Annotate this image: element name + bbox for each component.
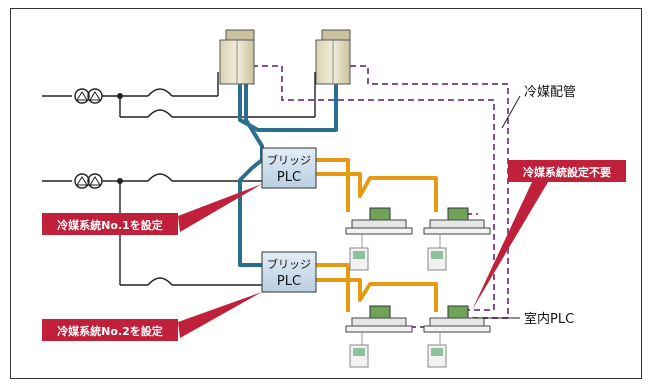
callout-system1: 冷媒系統No.1を設定 [42,184,262,235]
junction-dot [117,178,123,184]
indoor-unit-2 [423,207,491,235]
callout-system2: 冷媒系統No.2を設定 [42,292,262,341]
indoor-unit-4 [423,305,491,333]
leader-refrigerant-piping [501,95,521,129]
junction-dot [117,93,123,99]
bridge-plc-1-line1: ブリッジ [267,153,311,167]
bridge-plc-2: ブリッジ PLC [261,251,317,293]
bridge-plc-2-line1: ブリッジ [267,257,311,271]
remote-controller-3 [349,332,369,368]
callout-no-setting-text: 冷媒系統設定不要 [523,165,611,179]
bridge-plc-1: ブリッジ PLC [261,147,317,189]
transformer-icon [76,176,101,186]
remote-controller-4 [427,332,447,368]
callout-system2-text: 冷媒系統No.2を設定 [57,324,163,338]
callout-no-setting: 冷媒系統設定不要 [472,160,626,310]
remote-controller-1 [349,234,369,271]
transformer-icon [76,91,101,101]
indoor-unit-3 [345,305,413,333]
bridge-plc-1-line2: PLC [277,170,301,185]
indoor-plc-label: 室内PLC [524,311,574,327]
outdoor-unit-1 [219,29,255,85]
refrigerant-piping-label: 冷媒配管 [524,85,576,100]
remote-controller-2 [427,234,447,271]
callout-system1-text: 冷媒系統No.1を設定 [57,218,163,232]
power-line-top [42,72,316,118]
bridge-plc-2-line2: PLC [277,274,301,289]
outdoor-unit-2 [315,29,351,85]
indoor-unit-1 [345,207,413,235]
orange-wire-group [316,158,438,312]
